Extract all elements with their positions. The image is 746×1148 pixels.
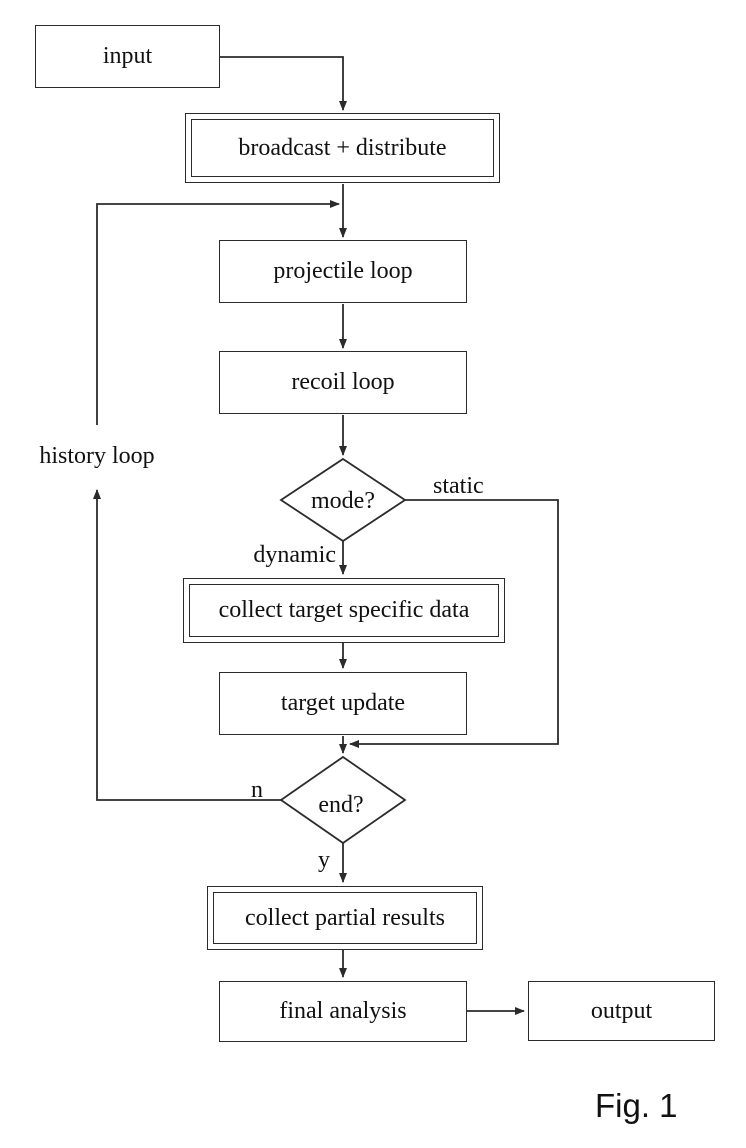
- node-collect-target-data: collect target specific data: [183, 578, 505, 643]
- node-projectile-loop-label: projectile loop: [273, 258, 413, 284]
- edge-input-to-broadcast: [220, 56, 347, 111]
- static-branch-label: static: [433, 473, 484, 499]
- node-output-label: output: [590, 997, 653, 1024]
- node-input: input: [35, 25, 220, 88]
- node-collect-target-data-label: collect target specific data: [218, 597, 470, 623]
- node-output: output: [528, 981, 715, 1041]
- edge-history-loop-upper: [96, 200, 340, 425]
- node-broadcast-distribute-inner: broadcast + distribute: [191, 119, 494, 177]
- node-broadcast-distribute-label: broadcast + distribute: [238, 134, 447, 161]
- figure-caption: Fig. 1: [595, 1087, 678, 1124]
- node-target-update-label: target update: [280, 690, 406, 716]
- node-target-update: target update: [219, 672, 467, 735]
- edge-end-no-to-history-loop: [93, 489, 281, 801]
- yes-branch-label: y: [318, 847, 330, 873]
- dynamic-branch-label: dynamic: [253, 542, 336, 568]
- mode-decision-diamond: [279, 457, 407, 543]
- node-broadcast-distribute: broadcast + distribute: [185, 113, 500, 183]
- node-collect-partial-results-label: collect partial results: [245, 904, 445, 931]
- node-recoil-loop: recoil loop: [219, 351, 467, 414]
- node-final-analysis-label: final analysis: [279, 998, 407, 1024]
- node-input-label: input: [102, 43, 153, 69]
- node-projectile-loop: projectile loop: [219, 240, 467, 303]
- end-decision-diamond: [279, 755, 407, 845]
- history-loop-label: history loop: [39, 443, 155, 469]
- node-collect-partial-results-inner: collect partial results: [213, 892, 477, 944]
- node-collect-partial-results: collect partial results: [207, 886, 483, 950]
- edge-mode-static-bypass: [349, 499, 559, 748]
- node-collect-target-data-inner: collect target specific data: [189, 584, 499, 637]
- node-final-analysis: final analysis: [219, 981, 467, 1042]
- mode-decision-label: mode?: [311, 488, 375, 514]
- node-recoil-loop-label: recoil loop: [291, 369, 395, 395]
- no-branch-label: n: [251, 777, 263, 803]
- end-decision-label: end?: [318, 792, 364, 818]
